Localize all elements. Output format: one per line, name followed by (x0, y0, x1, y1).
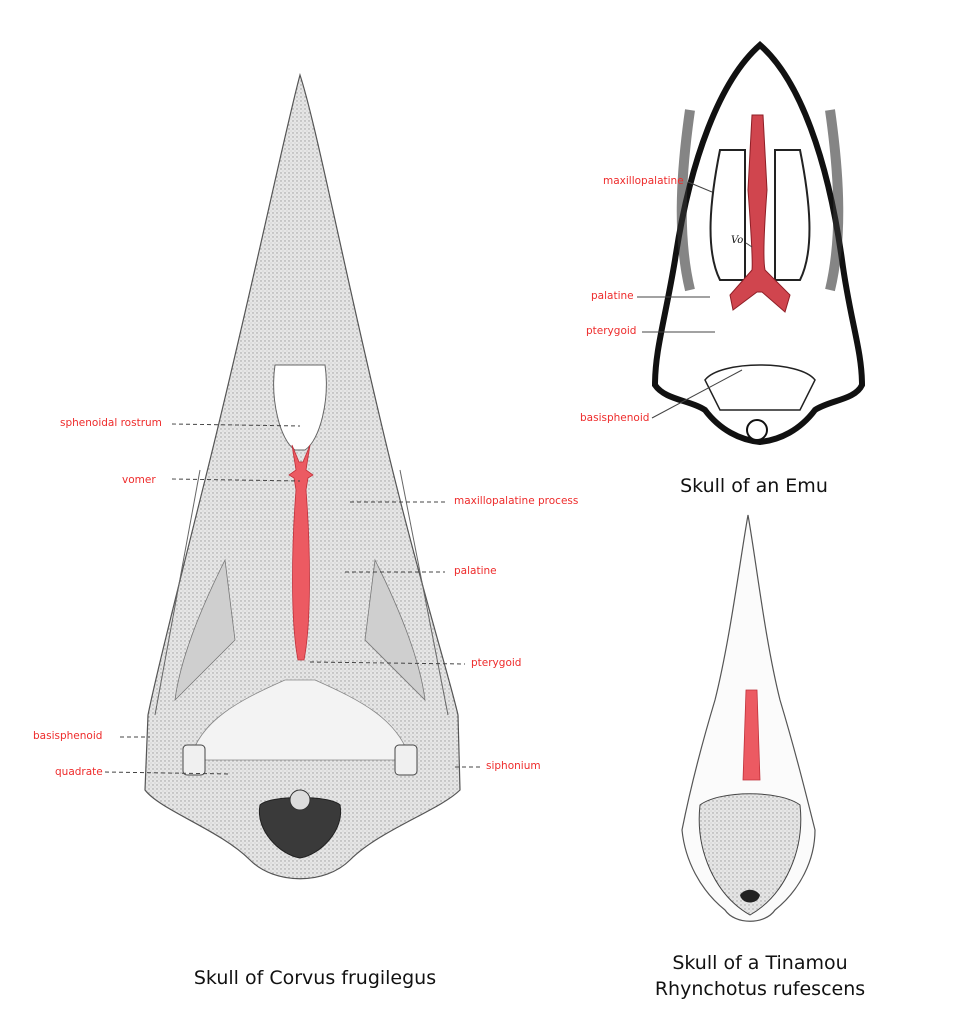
leader-lines (104, 181, 753, 775)
label-emu-maxillopalatine: maxillopalatine (603, 175, 684, 187)
caption-tinamou-line2: Rhynchotus rufescens (654, 977, 866, 1000)
tinamou-skull (681, 514, 816, 922)
caption-emu: Skull of an Emu (680, 475, 828, 497)
label-emu-palatine: palatine (591, 290, 634, 302)
label-siphonium: siphonium (486, 760, 541, 772)
caption-tinamou: Skull of a Tinamou Rhynchotus rufescens (620, 951, 900, 1002)
label-quadrate: quadrate (55, 766, 103, 778)
label-palatine: palatine (454, 565, 497, 577)
label-vomer: vomer (122, 474, 156, 486)
label-sphenoidal-rostrum: sphenoidal rostrum (60, 417, 162, 429)
label-emu-basisphenoid: basisphenoid (580, 412, 650, 424)
label-maxillopalatine-process: maxillopalatine process (454, 495, 579, 507)
caption-tinamou-line1: Skull of a Tinamou (672, 952, 848, 974)
emu-skull (651, 41, 866, 446)
label-emu-vo: Vo (731, 235, 744, 246)
label-emu-pterygoid: pterygoid (586, 325, 637, 337)
label-basisphenoid: basisphenoid (33, 730, 103, 742)
emu-palate-highlight (729, 114, 791, 313)
tinamou-vomer-highlight (742, 689, 761, 781)
corvus-skull (144, 72, 461, 880)
corvus-vomer-highlight (288, 444, 314, 661)
caption-corvus: Skull of Corvus frugilegus (193, 967, 437, 989)
label-pterygoid: pterygoid (471, 657, 522, 669)
